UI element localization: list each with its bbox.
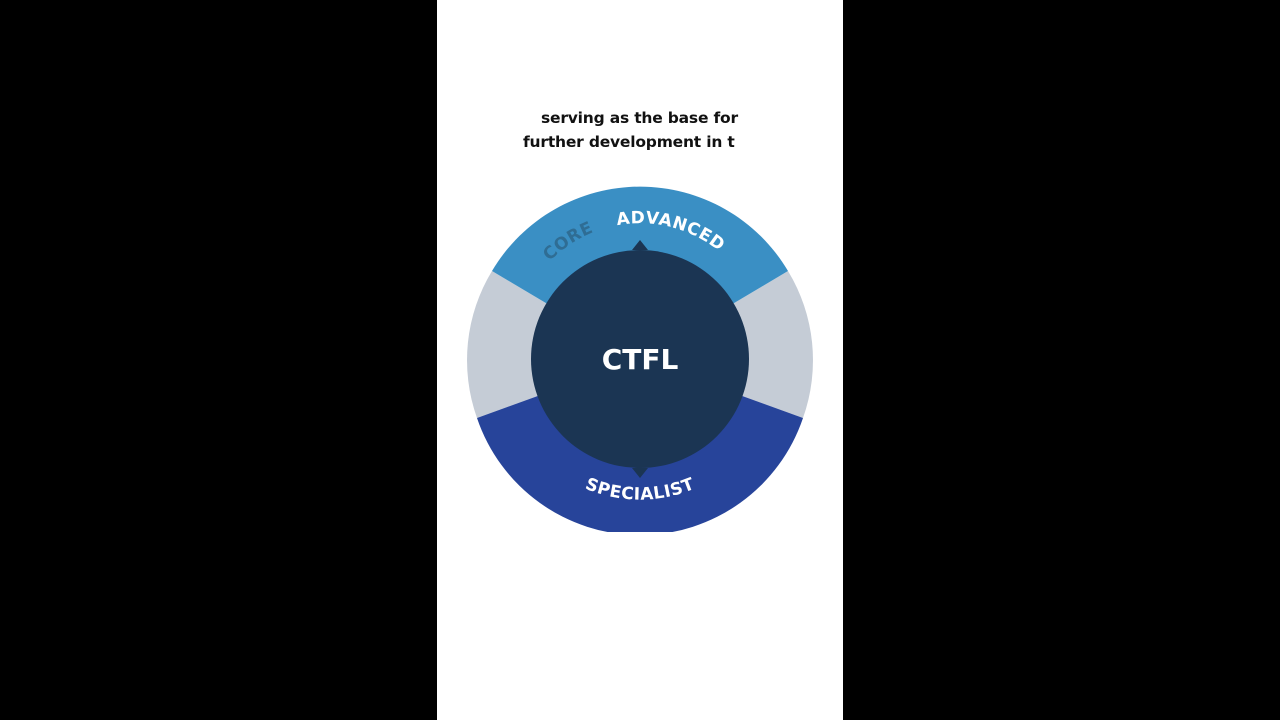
ctfl-label: CTFL [602,343,679,376]
caption-line-1: serving as the base for [541,109,738,127]
bottom-pointer [632,468,648,478]
top-pointer [632,240,648,250]
diagram-svg: CORE ADVANCED SPECIALIST CTFL [467,186,813,532]
caption-line-2: further development in t [523,133,735,151]
ctfl-center-circle [531,250,749,468]
video-frame: serving as the base for further developm… [437,0,843,720]
ctfl-certification-diagram: CORE ADVANCED SPECIALIST CTFL [467,186,813,532]
